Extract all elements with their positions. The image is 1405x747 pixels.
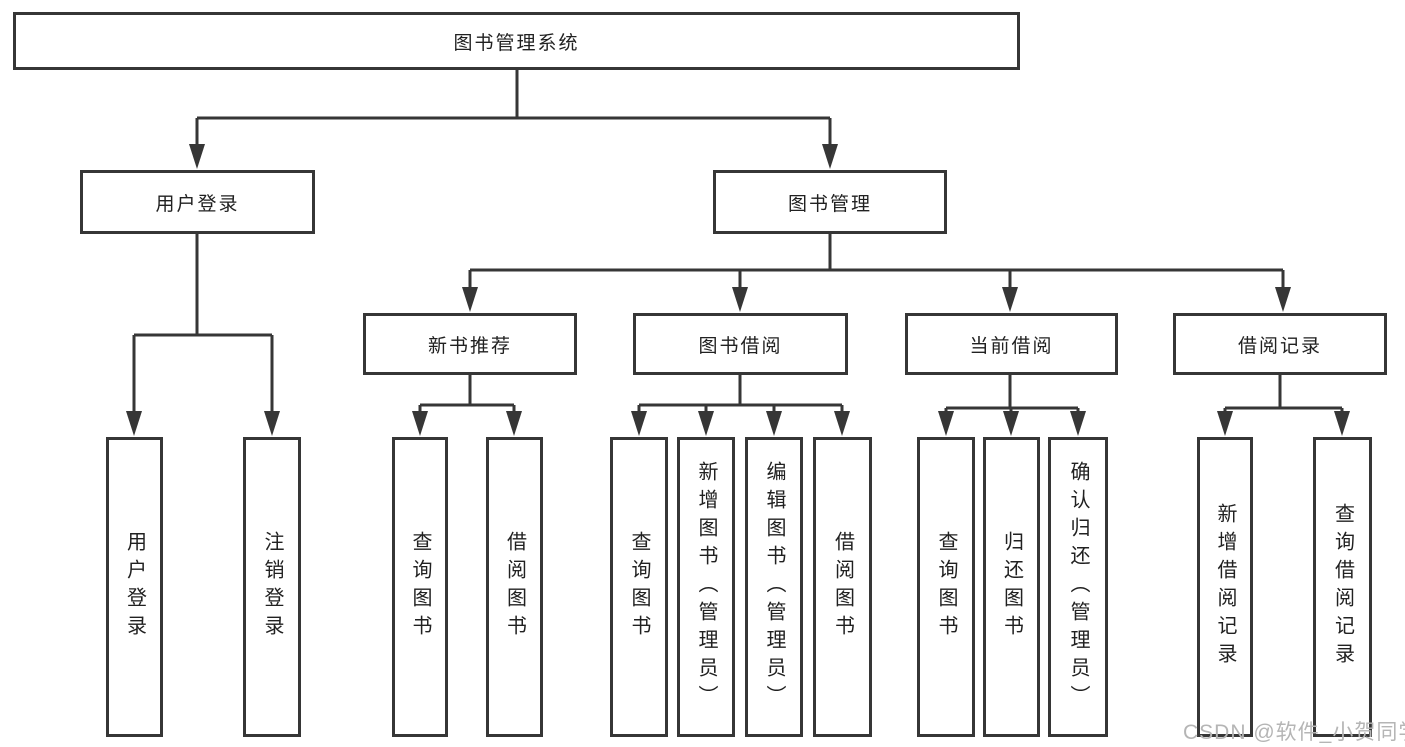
node-user-login: 用户登录 [80,170,315,234]
node-new-book-recommend: 新书推荐 [363,313,577,375]
node-current-borrow: 当前借阅 [905,313,1118,375]
node-borrow-records: 借阅记录 [1173,313,1387,375]
leaf-confirm-return-admin: 确认归还（管理员） [1048,437,1108,737]
leaf-recommend-query-book: 查询图书 [392,437,448,737]
leaf-borrow-query-book: 查询图书 [610,437,668,737]
leaf-edit-book-admin: 编辑图书（管理员） [745,437,803,737]
leaf-return-book: 归还图书 [983,437,1040,737]
node-book-borrow: 图书借阅 [633,313,848,375]
csdn-watermark: CSDN @软件_小贺同学 [1183,721,1405,744]
node-root-library-system: 图书管理系统 [13,12,1020,70]
leaf-current-query-book: 查询图书 [917,437,975,737]
leaf-borrow-book: 借阅图书 [813,437,872,737]
leaf-recommend-borrow-book: 借阅图书 [486,437,543,737]
leaf-logout: 注销登录 [243,437,301,737]
node-book-management: 图书管理 [713,170,947,234]
leaf-query-borrow-record: 查询借阅记录 [1313,437,1372,737]
leaf-add-book-admin: 新增图书（管理员） [677,437,735,737]
leaf-add-borrow-record: 新增借阅记录 [1197,437,1253,737]
leaf-user-login: 用户登录 [106,437,163,737]
